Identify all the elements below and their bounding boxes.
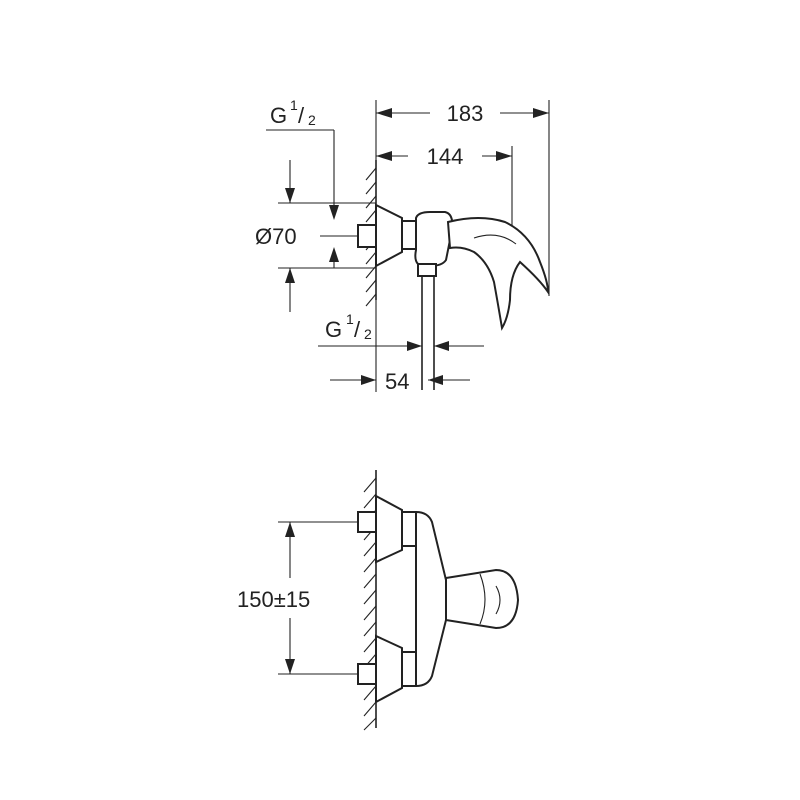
outlet-nut [417, 263, 437, 277]
dim-overall-length: 183 [447, 101, 484, 126]
upper-flange-nut [401, 511, 417, 547]
thread-bottom-denominator: 2 [364, 326, 372, 342]
flange-nut [401, 220, 417, 250]
side-view: 183 144 G 1 / 2 [255, 97, 550, 394]
lower-escutcheon [375, 634, 403, 704]
dimension-183: 183 [375, 100, 550, 296]
wall-bottom [363, 470, 377, 731]
lower-flange-nut [401, 651, 417, 687]
dimension-150: 150±15 [237, 521, 358, 675]
inlet-nut [357, 224, 377, 248]
thread-label-bottom: G 1 / 2 [318, 311, 484, 351]
thread-top-denominator: 2 [308, 112, 316, 128]
front-view: 150±15 [237, 470, 520, 731]
mixer-body [414, 211, 454, 268]
dim-centre-distance: 150±15 [237, 587, 310, 612]
thread-bottom-slash: / [354, 317, 361, 342]
lever-handle [446, 217, 550, 331]
lower-inlet-nut [357, 663, 377, 685]
dimension-54: 54 [330, 300, 470, 394]
dim-escutcheon-diameter: Ø70 [255, 224, 297, 249]
dimension-144: 144 [376, 144, 513, 226]
upper-inlet-nut [357, 511, 377, 533]
dimension-diameter-70: Ø70 [255, 160, 376, 312]
escutcheon [375, 203, 403, 268]
upper-escutcheon [375, 494, 403, 564]
thread-top-slash: / [298, 103, 305, 128]
thread-label-top: G 1 / 2 [266, 97, 339, 220]
front-mixer-body [415, 510, 447, 688]
thread-bottom-numerator: 1 [346, 311, 354, 327]
dim-body-length: 144 [427, 144, 464, 169]
front-handle [445, 568, 520, 630]
thread-bottom-letter: G [325, 317, 342, 342]
thread-top-letter: G [270, 103, 287, 128]
thread-top-numerator: 1 [290, 97, 298, 113]
dim-outlet-offset: 54 [385, 369, 409, 394]
